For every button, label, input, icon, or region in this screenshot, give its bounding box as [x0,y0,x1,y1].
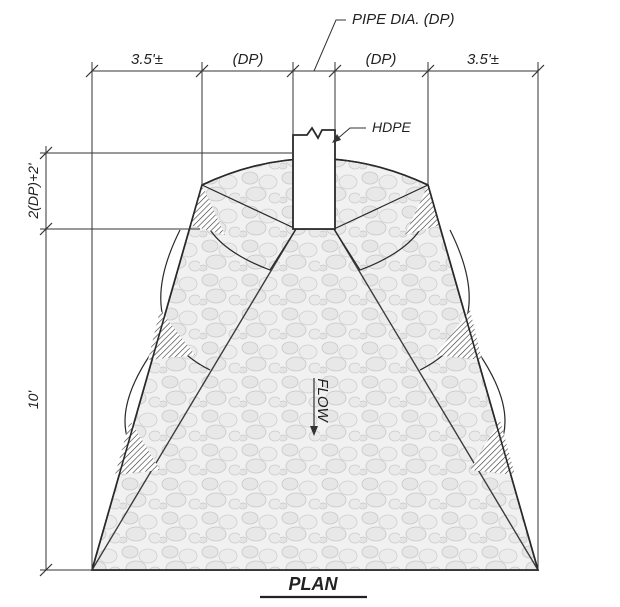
pipe-dia-label: PIPE DIA. (DP) [352,11,455,28]
right-hatch-2 [435,310,482,360]
top-dimension-ticks [85,64,545,78]
hdpe-pipe [292,126,336,230]
right-hatch-3 [470,420,515,475]
plan-title: PLAN [289,574,339,594]
hdpe-label: HDPE [372,119,412,135]
left-dimension-ticks [39,146,53,577]
dim-label-right-dp: (DP) [366,51,397,68]
left-hatch-3 [115,420,160,475]
dim-label-left-35: 3.5'± [131,51,163,68]
hdpe-leader [335,127,366,141]
flow-label: FLOW [314,378,331,423]
dim-label-lower-height: 10' [25,390,41,410]
left-hatch-2 [148,310,195,360]
dim-label-left-dp: (DP) [233,51,264,68]
hdpe-arrowhead [332,134,341,143]
flow-arrowhead [310,426,318,436]
dim-label-upper-height: 2(DP)+2' [25,162,41,220]
dim-label-right-35: 3.5'± [467,51,499,68]
pipe-dia-leader [313,19,346,72]
